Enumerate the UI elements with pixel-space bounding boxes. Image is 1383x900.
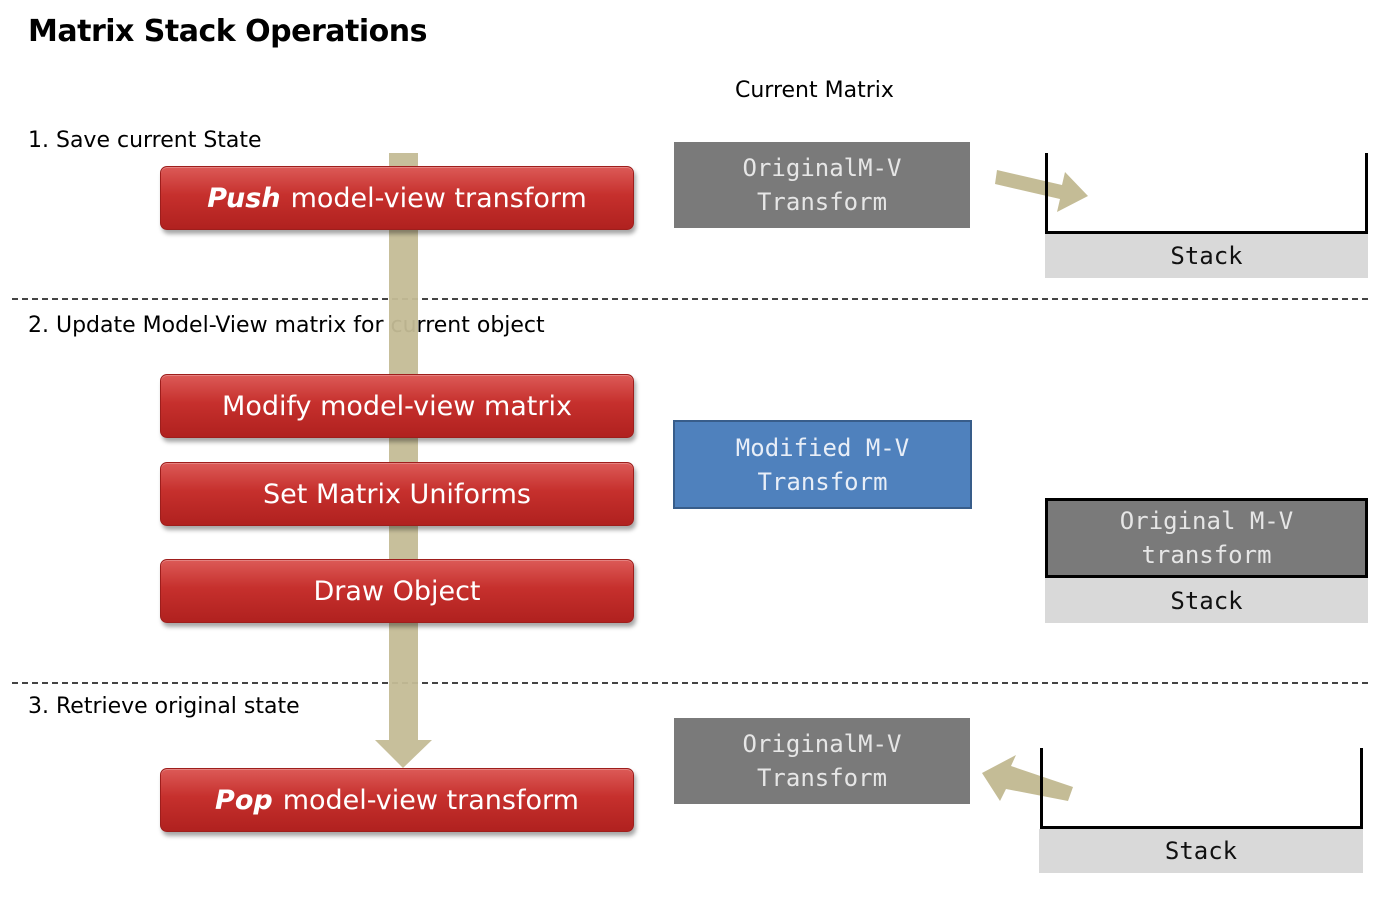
page-title: Matrix Stack Operations [28, 14, 428, 49]
set-uniforms-step-button[interactable]: Set Matrix Uniforms [160, 462, 634, 526]
section-3-heading: 3. Retrieve original state [28, 694, 300, 719]
push-step-button[interactable]: Push model-view transform [160, 166, 634, 230]
modify-step-button[interactable]: Modify model-view matrix [160, 374, 634, 438]
section-2-heading: 2. Update Model-View matrix for current … [28, 313, 545, 338]
pop-step-button[interactable]: Pop model-view transform [160, 768, 634, 832]
stack-label: Stack [1045, 578, 1368, 623]
matrix-line-1: OriginalM-V [742, 154, 902, 182]
stack-item-line-1: Original M-V [1119, 507, 1294, 535]
push-emphasis: Push [207, 182, 281, 214]
pop-step-label: model-view transform [282, 784, 579, 816]
stack-item-original: Original M-V transform [1045, 498, 1368, 578]
draw-object-step-button[interactable]: Draw Object [160, 559, 634, 623]
stack-label: Stack [1039, 829, 1363, 873]
current-matrix-modified: Modified M-V Transform [673, 420, 972, 509]
matrix-line-2: Transform [756, 188, 888, 216]
stack-label: Stack [1045, 234, 1368, 278]
matrix-line-1: Modified M-V [735, 433, 910, 462]
matrix-line-2: Transform [757, 467, 888, 496]
section-divider [12, 682, 1368, 684]
stack-container [1045, 153, 1368, 234]
current-matrix-original-3: OriginalM-V Transform [674, 718, 970, 804]
current-matrix-original-1: OriginalM-V Transform [674, 142, 970, 228]
set-uniforms-step-label: Set Matrix Uniforms [263, 478, 531, 510]
pop-emphasis: Pop [215, 784, 273, 816]
section-divider [12, 298, 1368, 300]
stack-item-line-2: transform [1141, 541, 1272, 569]
current-matrix-label: Current Matrix [735, 78, 894, 103]
draw-object-step-label: Draw Object [313, 575, 481, 607]
section-1-heading: 1. Save current State [28, 128, 262, 153]
matrix-line-1: OriginalM-V [742, 730, 902, 758]
matrix-line-2: Transform [756, 764, 888, 792]
modify-step-label: Modify model-view matrix [222, 390, 572, 422]
stack-container [1040, 748, 1363, 829]
push-step-label: model-view transform [290, 182, 587, 214]
